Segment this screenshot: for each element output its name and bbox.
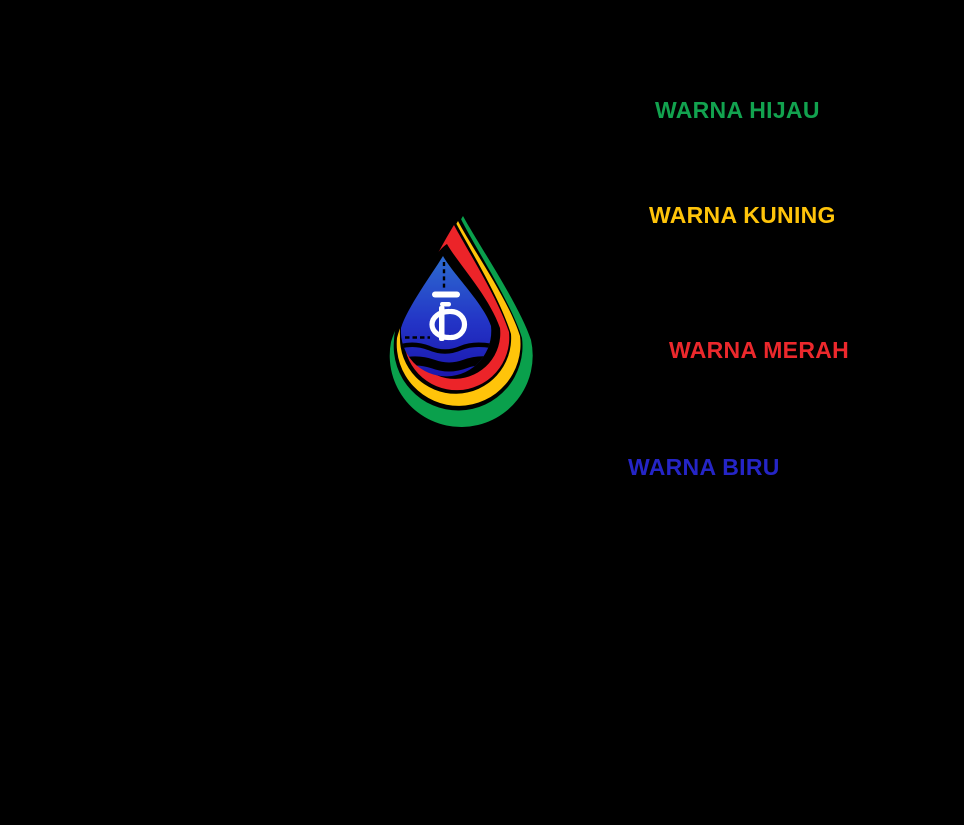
label-warna-hijau: WARNA HIJAU bbox=[655, 97, 820, 123]
tap-icon bbox=[429, 291, 468, 341]
label-warna-kuning: WARNA KUNING bbox=[649, 202, 836, 228]
label-warna-biru: WARNA BIRU bbox=[628, 454, 780, 480]
tap-ring-left bbox=[429, 308, 452, 341]
label-warna-merah: WARNA MERAH bbox=[669, 337, 850, 363]
tap-handle-bar bbox=[432, 291, 460, 298]
tap-ring-right bbox=[448, 308, 468, 341]
water-drop-logo-svg bbox=[389, 216, 533, 428]
tap-collar-bar bbox=[440, 302, 451, 307]
wave-line-upper bbox=[400, 342, 492, 354]
water-drop-logo bbox=[385, 212, 540, 428]
